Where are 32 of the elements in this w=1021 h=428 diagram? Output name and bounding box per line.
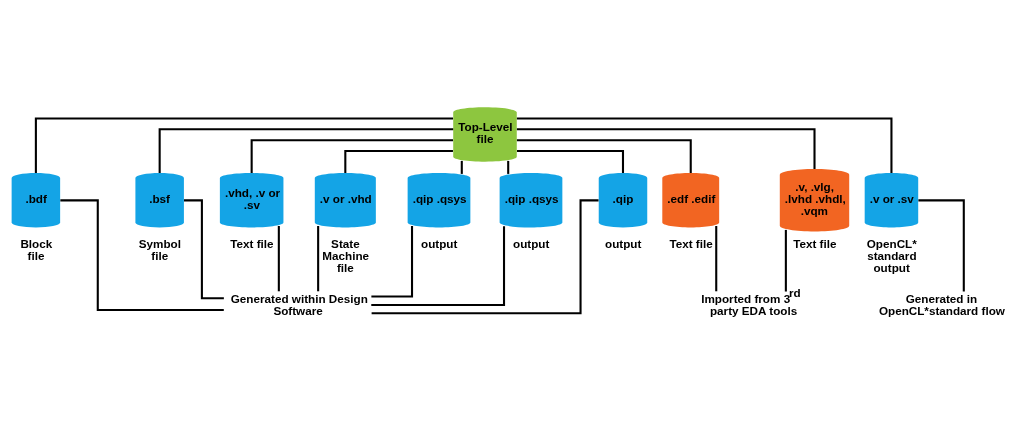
node-label: Text file [669,236,713,250]
node-label: output [605,236,642,250]
connector [184,198,224,299]
node-label: Text file [793,236,837,250]
connector [371,198,599,314]
connector [158,127,454,173]
connector [460,160,463,174]
node-label: Block file [20,236,53,262]
node-label: output [513,236,550,250]
connector [715,225,718,291]
node-label: Text file [230,236,274,250]
node-label: Symbol file [138,236,181,262]
node-text: Generated within Design Software [230,291,368,317]
connector [371,225,414,298]
node-text: Generated in OpenCL*standard flow [878,291,1005,317]
node-label: output [421,236,458,250]
connector [317,225,320,291]
connector [516,138,692,173]
connector [34,116,454,173]
connector [784,229,787,291]
connector [517,149,625,173]
connector [507,160,510,174]
node-label: OpenCL* standard output [866,236,917,274]
connector [344,149,453,173]
connector [277,225,280,291]
connector [516,127,816,169]
connector [918,198,965,291]
node-label: State Machine file [322,236,370,274]
connector [371,225,506,306]
connector [250,138,454,173]
connector [60,198,224,311]
connector [516,116,893,173]
